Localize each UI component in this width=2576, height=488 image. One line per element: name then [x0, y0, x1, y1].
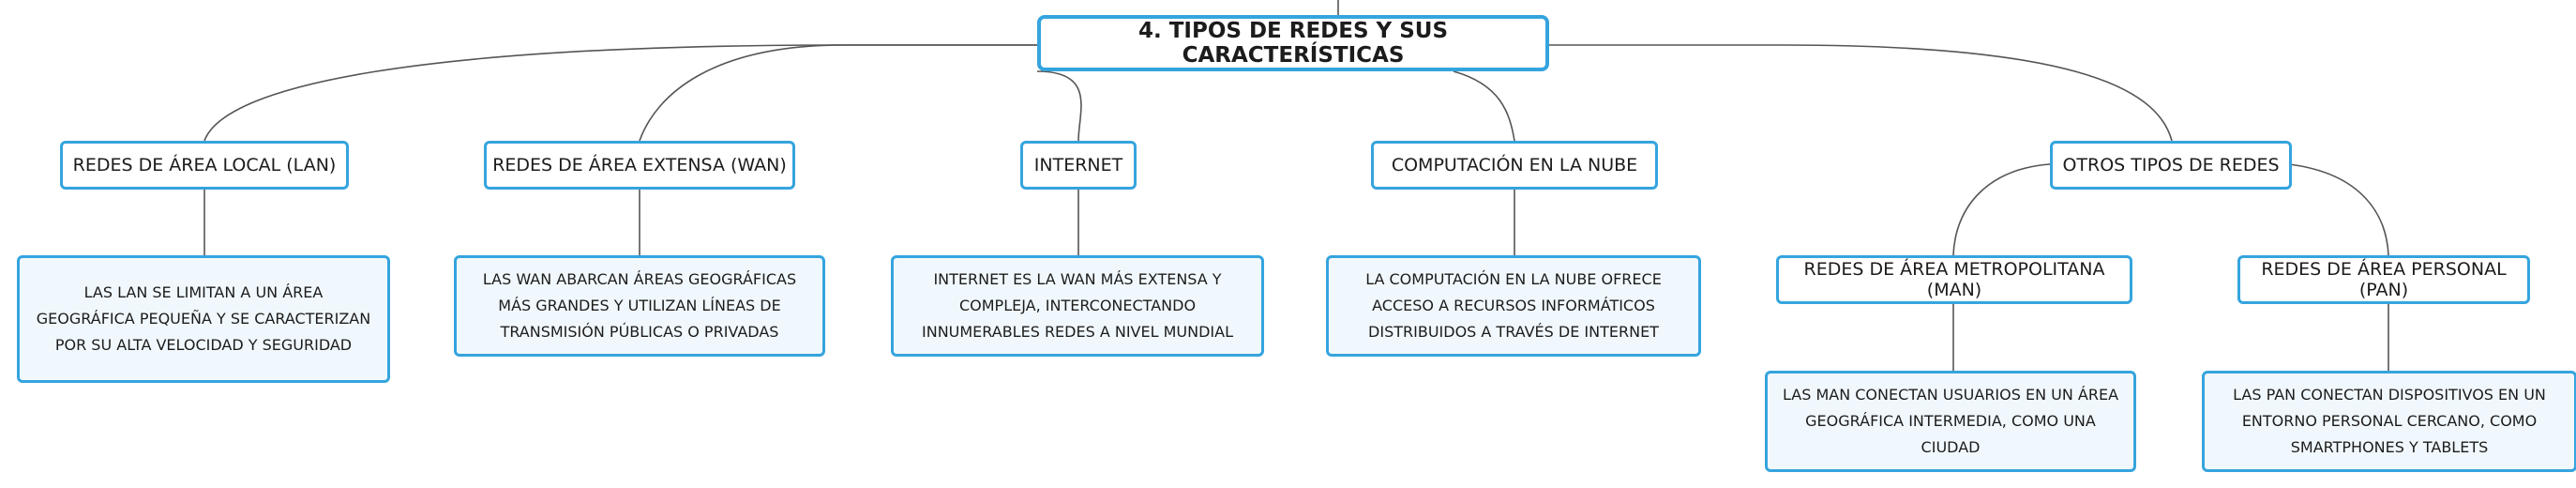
connector-root-cloud	[1453, 70, 1515, 142]
note-pan-text: LAS PAN CONECTAN DISPOSITIVOS EN UN ENTO…	[2233, 386, 2546, 456]
connector-root-internet	[1036, 70, 1082, 142]
note-wan-text: LAS WAN ABARCAN ÁREAS GEOGRÁFICAS MÁS GR…	[482, 270, 797, 341]
topic-pan-label: REDES DE ÁREA PERSONAL (PAN)	[2261, 259, 2507, 300]
note-internet[interactable]: INTERNET ES LA WAN MÁS EXTENSA Y COMPLEJ…	[891, 255, 1264, 357]
topic-man-label: REDES DE ÁREA METROPOLITANA (MAN)	[1803, 259, 2105, 300]
topic-otros-label: OTROS TIPOS DE REDES	[2062, 155, 2280, 175]
connector-root-lan	[203, 44, 1037, 142]
note-internet-text: INTERNET ES LA WAN MÁS EXTENSA Y COMPLEJ…	[922, 270, 1233, 341]
note-pan[interactable]: LAS PAN CONECTAN DISPOSITIVOS EN UN ENTO…	[2202, 371, 2576, 472]
note-wan[interactable]: LAS WAN ABARCAN ÁREAS GEOGRÁFICAS MÁS GR…	[454, 255, 825, 357]
topic-cloud-label: COMPUTACIÓN EN LA NUBE	[1391, 155, 1638, 175]
topic-wan[interactable]: REDES DE ÁREA EXTENSA (WAN)	[484, 141, 795, 190]
connector-root-otros	[1549, 44, 2173, 142]
topic-lan[interactable]: REDES DE ÁREA LOCAL (LAN)	[60, 141, 349, 190]
topic-cloud[interactable]: COMPUTACIÓN EN LA NUBE	[1371, 141, 1658, 190]
topic-pan[interactable]: REDES DE ÁREA PERSONAL (PAN)	[2237, 255, 2530, 304]
topic-internet[interactable]: INTERNET	[1020, 141, 1137, 190]
connector-otros-man	[1952, 163, 2051, 256]
topic-man[interactable]: REDES DE ÁREA METROPOLITANA (MAN)	[1776, 255, 2132, 304]
topic-lan-label: REDES DE ÁREA LOCAL (LAN)	[72, 155, 337, 175]
connector-otros-pan	[2288, 163, 2389, 256]
note-man[interactable]: LAS MAN CONECTAN USUARIOS EN UN ÁREA GEO…	[1765, 371, 2136, 472]
note-cloud[interactable]: LA COMPUTACIÓN EN LA NUBE OFRECE ACCESO …	[1326, 255, 1701, 357]
note-lan-text: LAS LAN SE LIMITAN A UN ÁREA GEOGRÁFICA …	[36, 283, 371, 354]
topic-otros[interactable]: OTROS TIPOS DE REDES	[2050, 141, 2292, 190]
note-man-text: LAS MAN CONECTAN USUARIOS EN UN ÁREA GEO…	[1782, 386, 2119, 456]
root-topic-label: 4. TIPOS DE REDES Y SUS CARACTERÍSTICAS	[1137, 19, 1449, 68]
topic-wan-label: REDES DE ÁREA EXTENSA (WAN)	[492, 155, 787, 175]
note-lan[interactable]: LAS LAN SE LIMITAN A UN ÁREA GEOGRÁFICA …	[17, 255, 390, 383]
topic-internet-label: INTERNET	[1033, 155, 1123, 175]
connector-root-wan	[639, 44, 1037, 142]
root-topic[interactable]: 4. TIPOS DE REDES Y SUS CARACTERÍSTICAS	[1037, 15, 1549, 71]
note-cloud-text: LA COMPUTACIÓN EN LA NUBE OFRECE ACCESO …	[1365, 270, 1662, 341]
